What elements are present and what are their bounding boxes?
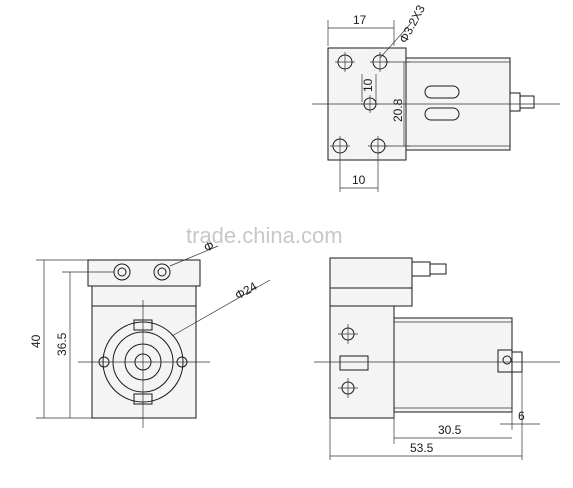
dim-width-17: 17 xyxy=(353,13,367,27)
nozzle xyxy=(411,261,431,277)
top-view: 17 Φ3.2X3 10 20.8 10 xyxy=(312,2,560,192)
side-view-motor xyxy=(393,317,513,413)
mount-hole xyxy=(338,324,358,344)
mount-hole xyxy=(335,52,355,72)
bolt-head xyxy=(153,263,171,281)
mount-hole xyxy=(330,136,350,156)
dim-motor-30-5: 30.5 xyxy=(438,423,462,437)
terminal xyxy=(509,92,521,112)
dim-total-53-5: 53.5 xyxy=(410,441,434,455)
side-view-head xyxy=(329,257,413,289)
side-view: 30.5 6 53.5 xyxy=(314,257,560,460)
front-view-top-cap xyxy=(87,259,201,287)
dim-diameter-24: Φ24 xyxy=(233,279,260,303)
watermark: trade.china.com xyxy=(186,223,343,248)
dim-tab-6: 6 xyxy=(518,409,525,423)
valve-slot xyxy=(339,355,369,371)
front-view: Φ 40 36.5 Φ24 xyxy=(29,238,271,428)
dim-outer-40: 40 xyxy=(29,334,43,348)
dim-height-20-8: 20.8 xyxy=(391,98,405,122)
vent-slot xyxy=(424,107,460,121)
dim-inner-10: 10 xyxy=(361,78,375,92)
dim-hole-callout: Φ3.2X3 xyxy=(396,2,428,45)
dim-bottom-10: 10 xyxy=(352,173,366,187)
vent-slot xyxy=(424,85,460,99)
mount-hole xyxy=(361,95,379,113)
dim-inner-36-5: 36.5 xyxy=(55,332,69,356)
mount-hole xyxy=(338,378,358,398)
